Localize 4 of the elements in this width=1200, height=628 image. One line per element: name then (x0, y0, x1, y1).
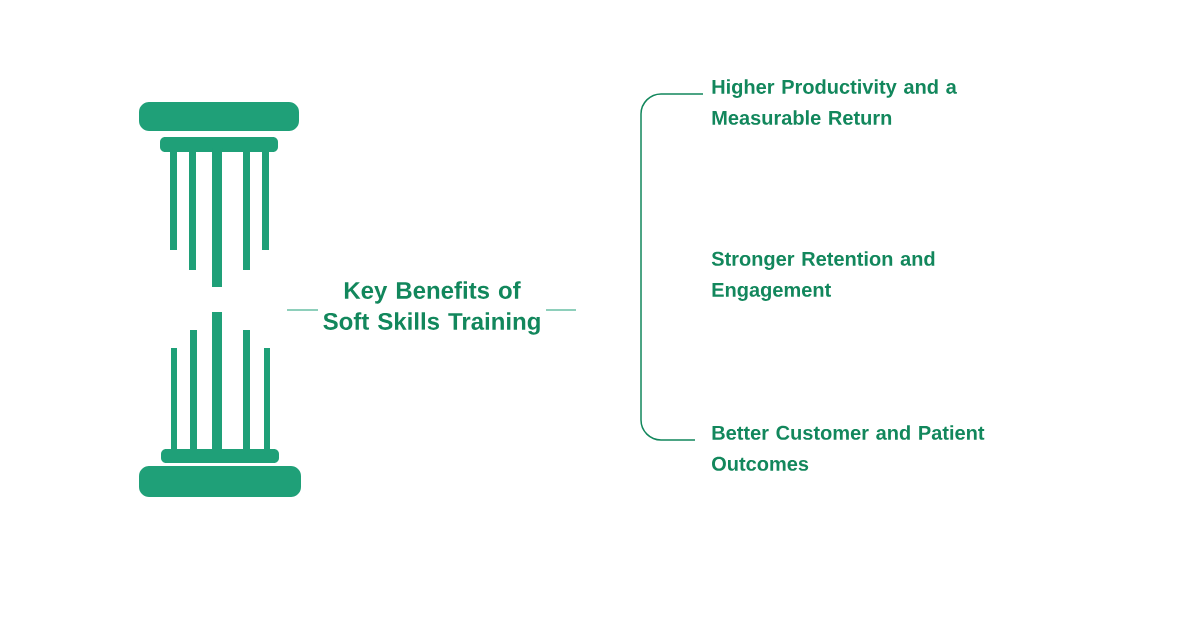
benefit-text: Stronger Retention and Engagement (711, 251, 935, 301)
benefit-text: Higher Productivity and a Measurable Return (712, 79, 957, 125)
title: Key Benefits of Soft Skills Training (318, 281, 546, 335)
benefit-text: Better Customer and Patient Outcomes (712, 425, 985, 471)
